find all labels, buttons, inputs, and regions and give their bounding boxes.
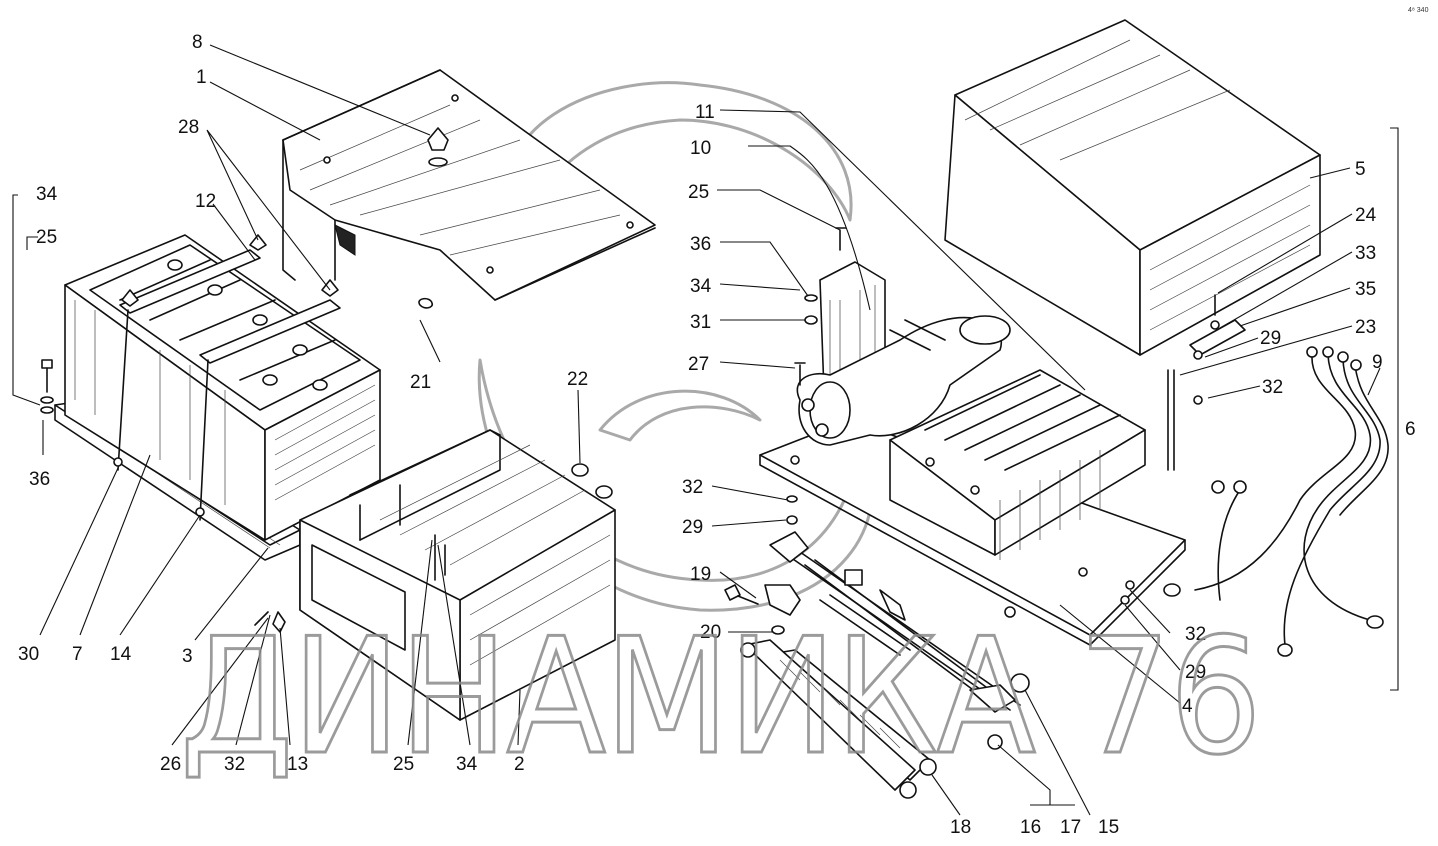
callout-16: 16 [1020,817,1041,838]
callout-11: 11 [695,102,715,123]
callout-31: 31 [690,312,711,333]
callout-23: 23 [1355,317,1376,338]
corner-mark: 4⁸ 340 [1408,7,1429,14]
callout-4: 4 [1182,696,1193,717]
callout-36-left: 36 [29,469,50,490]
callout-25-center: 25 [688,182,709,203]
callout-36-center: 36 [690,234,711,255]
callout-19: 19 [690,564,711,585]
callout-29-lower-right: 29 [1185,662,1206,683]
callout-10: 10 [690,138,711,159]
callout-22: 22 [567,369,588,390]
battery-cables [724,531,1030,799]
callout-14: 14 [110,644,132,665]
callout-5: 5 [1355,159,1366,180]
callout-17: 17 [1060,817,1081,838]
callout-34-left: 34 [36,184,58,205]
callout-8: 8 [192,32,203,53]
callout-27: 27 [688,354,709,375]
callout-7: 7 [72,644,83,665]
callout-6: 6 [1405,419,1416,440]
callout-1: 1 [196,67,207,88]
callout-12: 12 [195,191,216,212]
battery-box [254,429,616,721]
callout-25-left: 25 [36,227,57,248]
callout-28: 28 [178,117,199,138]
callout-29-center: 29 [682,517,703,538]
callout-32-right: 32 [1262,377,1283,398]
callout-30: 30 [18,644,39,665]
callout-21: 21 [410,372,431,393]
wiring-harness [1163,346,1389,657]
callout-32-bottom: 32 [224,754,245,775]
leader-lines [12,44,1399,816]
callout-35: 35 [1355,279,1376,300]
callout-20: 20 [700,622,721,643]
callout-32-lower-right: 32 [1185,624,1206,645]
relay-panel-base [759,227,1186,646]
battery-top-cover [282,69,656,309]
watermark-text: ДИНАМИКА 76 [180,603,1260,790]
callout-9: 9 [1372,352,1383,373]
callout-32-center: 32 [682,477,703,498]
batteries-on-tray [40,234,381,561]
callout-3: 3 [182,646,193,667]
relay-box-cover [944,19,1321,471]
callout-26: 26 [160,754,181,775]
callout-24: 24 [1355,205,1377,226]
callout-18: 18 [950,817,971,838]
callout-15: 15 [1098,817,1119,838]
callout-34-center: 34 [690,276,712,297]
callout-25-bottom: 25 [393,754,414,775]
callout-2: 2 [514,754,525,775]
callout-34-bottom: 34 [456,754,478,775]
callout-29-right: 29 [1260,328,1281,349]
callout-33: 33 [1355,243,1376,264]
callout-13: 13 [287,754,308,775]
callout-numbers: 8 1 28 12 34 25 36 30 7 14 3 21 22 26 32… [18,32,1416,838]
